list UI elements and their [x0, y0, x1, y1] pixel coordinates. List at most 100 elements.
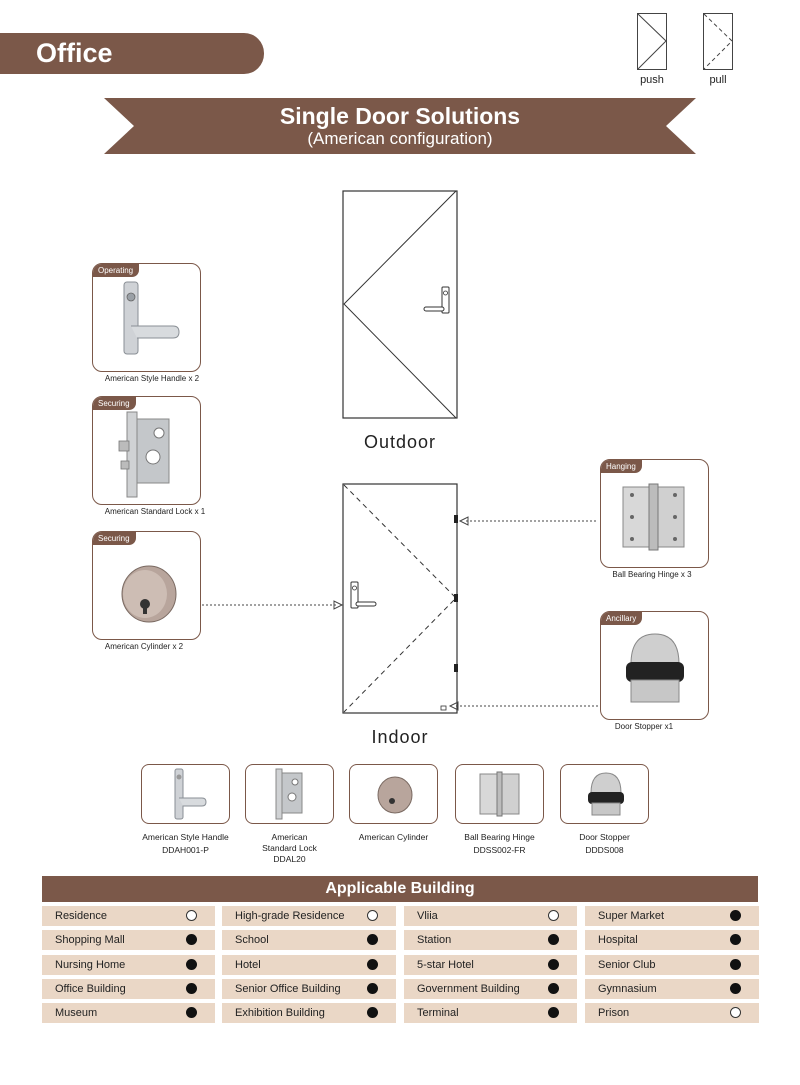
cylinder-icon [377, 776, 413, 814]
applicable-filled-dot-icon [186, 958, 197, 970]
building-cell: Senior Club [585, 954, 759, 975]
applicable-filled-dot-icon [548, 1007, 559, 1019]
building-cell: Shopping Mall [42, 930, 215, 951]
building-cell: Hotel [222, 954, 396, 975]
building-cell: Museum [42, 1003, 215, 1024]
building-label: 5-star Hotel [417, 958, 474, 971]
building-cell: 5-star Hotel [404, 954, 577, 975]
applicable-empty-dot-icon [367, 910, 378, 921]
building-label: Senior Office Building [235, 982, 341, 995]
indoor-label: Indoor [371, 727, 429, 747]
applicable-filled-dot-icon [730, 910, 741, 921]
lever-handle-icon [123, 281, 180, 355]
applicable-filled-dot-icon [730, 934, 741, 946]
building-label: Shopping Mall [55, 934, 125, 947]
product-hinge-card [455, 764, 544, 824]
applicable-empty-dot-icon [548, 910, 559, 921]
building-label: Nursing Home [55, 958, 126, 971]
card-tag: Securing [93, 532, 136, 545]
product-lock-code: DDAL20 [273, 854, 306, 864]
ribbon-subtitle: (American configuration) [307, 129, 493, 148]
building-cell: Prison [585, 1003, 759, 1024]
pull-label: pull [709, 74, 727, 86]
building-cell: Hospital [585, 930, 759, 951]
push-legend-icon [637, 13, 667, 70]
applicable-filled-dot-icon [548, 934, 559, 946]
applicable-building-grid: Residence High-grade Residence Vliia Super … [42, 906, 759, 1026]
product-lock-card [245, 764, 334, 824]
building-label: Hotel [235, 958, 261, 971]
product-lock-name: American Standard Lock [262, 832, 317, 853]
card-tag: Ancillary [601, 612, 643, 625]
cylinder-icon [121, 565, 177, 623]
building-cell: School [222, 930, 396, 951]
applicable-filled-dot-icon [367, 934, 378, 946]
building-label: Hospital [598, 934, 638, 947]
applicable-empty-dot-icon [730, 1007, 741, 1019]
applicable-filled-dot-icon [367, 982, 378, 994]
building-label: Senior Club [598, 958, 656, 971]
building-cell: High-grade Residence [222, 906, 396, 926]
building-cell: Vliia [404, 906, 577, 926]
mortise-lock-icon [275, 768, 303, 820]
building-cell: Government Building [404, 978, 577, 999]
product-stopper-card [560, 764, 649, 824]
card-lock: Securing [92, 396, 201, 505]
card-hinge-caption: Ball Bearing Hinge x 3 [612, 570, 692, 579]
building-cell: Terminal [404, 1003, 577, 1024]
indoor-door-diagram [342, 483, 458, 714]
building-cell: Exhibition Building [222, 1003, 396, 1024]
building-label: Station [417, 934, 452, 947]
building-label: School [235, 934, 269, 947]
card-cylinder-caption: American Cylinder x 2 [104, 642, 184, 651]
applicable-filled-dot-icon [730, 958, 741, 970]
page-title: Office [0, 33, 264, 74]
ribbon-title: Single Door Solutions [279, 103, 521, 129]
product-handle-card [141, 764, 230, 824]
building-label: High-grade Residence [235, 910, 345, 922]
outdoor-label: Outdoor [363, 432, 437, 452]
applicable-filled-dot-icon [548, 982, 559, 994]
product-hinge-name: Ball Bearing Hinge [464, 832, 535, 842]
building-cell: Gymnasium [585, 978, 759, 999]
building-label: Terminal [417, 1007, 459, 1020]
title-ribbon [104, 98, 696, 154]
building-label: Exhibition Building [235, 1007, 325, 1020]
building-label: Residence [55, 910, 107, 922]
product-cylinder-card [349, 764, 438, 824]
card-hinge: Hanging [600, 459, 709, 568]
card-tag: Hanging [601, 460, 642, 473]
card-handle: Operating [92, 263, 201, 372]
door-stopper-icon [588, 772, 624, 816]
building-label: Gymnasium [598, 982, 657, 995]
outdoor-door-diagram [342, 190, 458, 419]
hinge-icon [622, 483, 685, 551]
card-lock-caption: American Standard Lock x 1 [104, 507, 206, 516]
card-cylinder: Securing [92, 531, 201, 640]
applicable-filled-dot-icon [186, 982, 197, 994]
product-cylinder-name: American Cylinder [358, 832, 429, 842]
card-tag: Operating [93, 264, 140, 277]
card-tag: Securing [93, 397, 136, 410]
pull-legend-icon [703, 13, 733, 70]
building-label: Government Building [417, 982, 520, 995]
applicable-filled-dot-icon [548, 958, 559, 970]
building-cell: Nursing Home [42, 954, 215, 975]
building-cell: Residence [42, 906, 215, 926]
applicable-filled-dot-icon [367, 958, 378, 970]
lever-handle-icon [174, 768, 207, 820]
building-label: Prison [598, 1007, 630, 1020]
applicable-filled-dot-icon [186, 934, 197, 946]
product-handle-name: American Style Handle [142, 832, 229, 842]
building-label: Super Market [598, 910, 665, 922]
card-stopper: Ancillary [600, 611, 709, 720]
applicable-filled-dot-icon [730, 982, 741, 994]
mortise-lock-icon [118, 411, 170, 498]
product-handle-code: DDAH001-P [162, 845, 209, 855]
applicable-empty-dot-icon [186, 910, 197, 921]
building-label: Office Building [55, 982, 126, 995]
building-cell: Senior Office Building [222, 978, 396, 999]
applicable-building-header: Applicable Building [42, 876, 758, 902]
push-label: push [640, 74, 664, 86]
applicable-filled-dot-icon [367, 1007, 378, 1019]
